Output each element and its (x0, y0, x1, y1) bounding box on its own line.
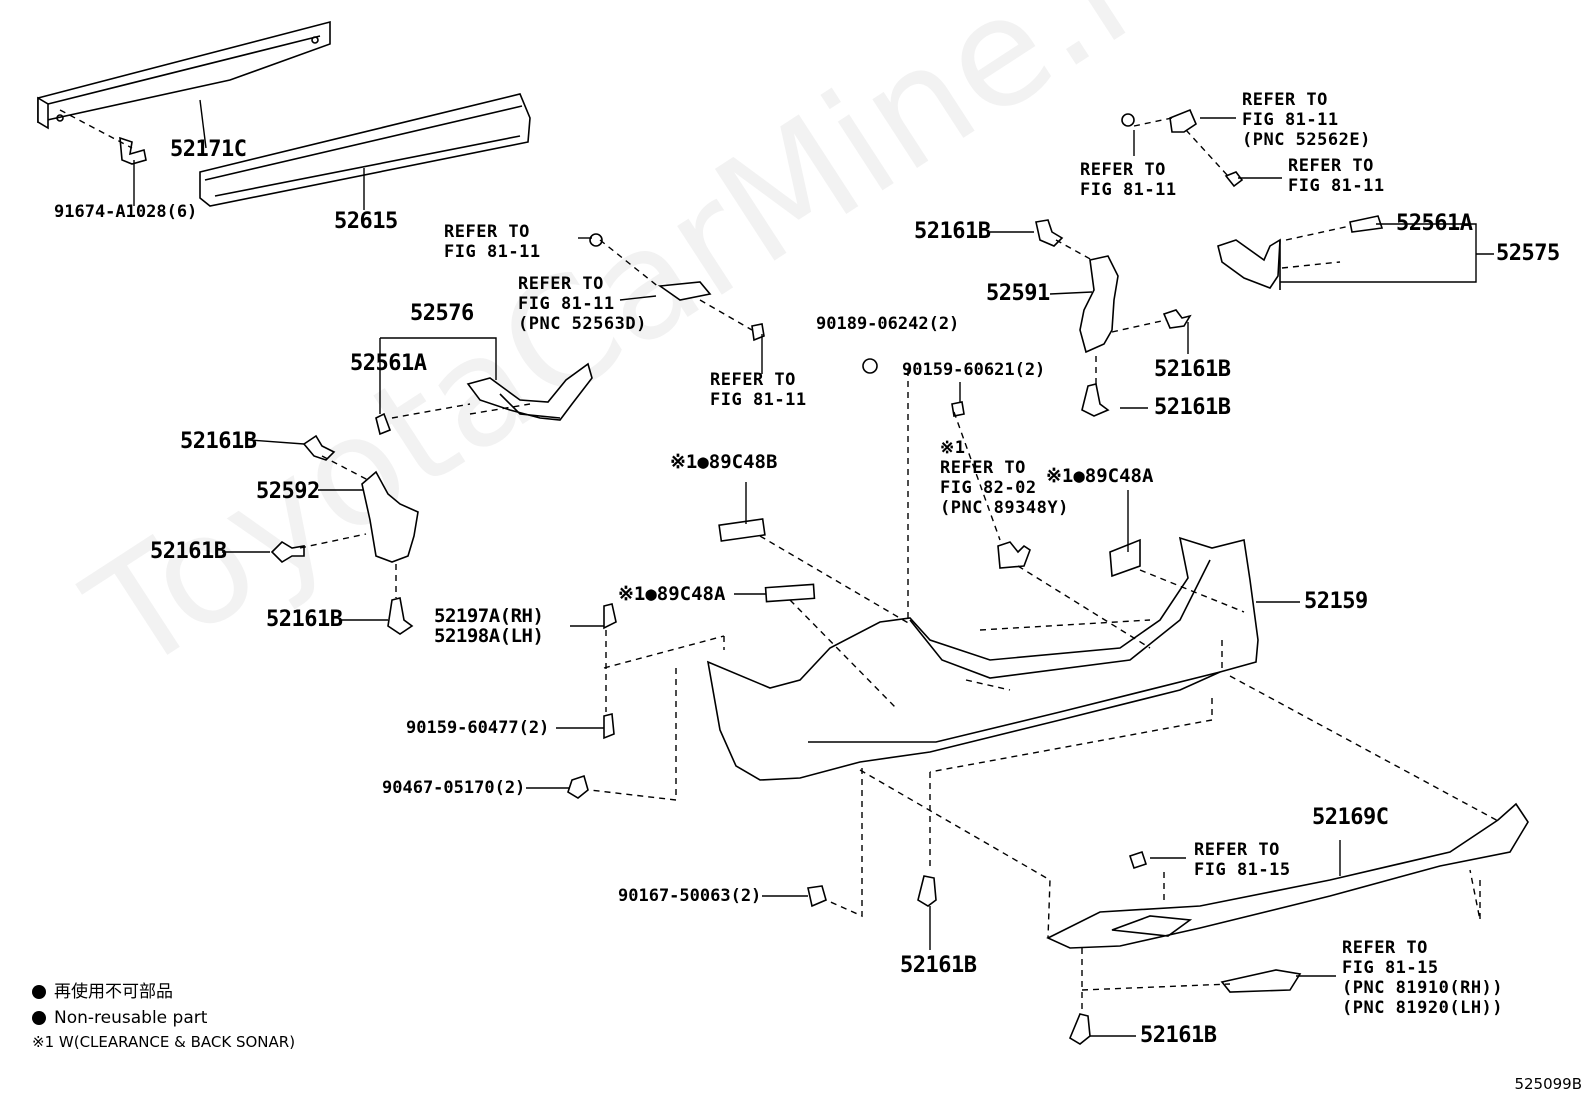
label-52161b-top: 52161B (914, 219, 991, 244)
label-ref-81910: REFER TO FIG 81-15 (PNC 81910(RH)) (PNC … (1342, 938, 1504, 1018)
legend-note: ※1 W(CLEARANCE & BACK SONAR) (32, 1033, 296, 1051)
legend-en-text: Non-reusable part (54, 1008, 208, 1028)
label-ref-sonar: ※1 REFER TO FIG 82-02 (PNC 89348Y) (940, 438, 1069, 518)
retainer-52575 (1217, 238, 1281, 290)
label-52159: 52159 (1304, 589, 1368, 614)
label-52615: 52615 (334, 209, 398, 234)
label-52197a-52198a: 52197A(RH) 52198A(LH) (434, 605, 544, 647)
label-89c48a-right: ※1●89C48A (1046, 465, 1154, 487)
label-52161b-bottom-mid: 52161B (900, 953, 977, 978)
label-52161b-2: 52161B (150, 539, 227, 564)
bumper-cover-52159 (706, 536, 1259, 781)
lower-spoiler-52169c (1046, 802, 1529, 949)
retainer-52592 (361, 470, 419, 563)
label-90167-50063: 90167-50063(2) (618, 886, 762, 906)
legend-jp-text: 再使用不可部品 (54, 982, 173, 1002)
label-90467-05170: 90467-05170(2) (382, 778, 526, 798)
label-52161b-bottom-right: 52161B (1140, 1023, 1217, 1048)
label-52161b-1: 52161B (180, 429, 257, 454)
retainer-89c48a-right (1109, 538, 1141, 578)
label-52161b-right-2: 52161B (1154, 395, 1231, 420)
fasteners (270, 108, 1384, 1045)
non-reusable-dot-icon (32, 985, 46, 999)
label-52561a-left: 52561A (350, 351, 427, 376)
label-91674: 91674-A1028(6) (54, 202, 198, 222)
leader-lines (133, 99, 1494, 1037)
reinforcement-52171c (37, 20, 331, 130)
label-ref-81-15: REFER TO FIG 81-15 (1194, 840, 1291, 880)
label-90159-60477: 90159-60477(2) (406, 718, 550, 738)
catalog-code: 525099B (1514, 1075, 1582, 1093)
non-reusable-dot-icon (32, 1011, 46, 1025)
label-52161b-right-1: 52161B (1154, 357, 1231, 382)
label-52561a-right: 52561A (1396, 211, 1473, 236)
sonar-bracket (997, 541, 1031, 569)
label-52171c: 52171C (170, 137, 247, 162)
retainer-52576 (466, 362, 593, 421)
label-90159-60621: 90159-60621(2) (902, 360, 1046, 380)
label-ref-right-3: REFER TO FIG 81-11 (1288, 156, 1385, 196)
label-ref-left-3: REFER TO FIG 81-11 (710, 370, 807, 410)
label-89c48b: ※1●89C48B (670, 451, 778, 473)
label-ref-left-2: REFER TO FIG 81-11 (PNC 52563D) (518, 274, 647, 334)
retainer-89c48a-left (764, 583, 816, 603)
label-90189-06242: 90189-06242(2) (816, 314, 960, 334)
assembly-lines (59, 109, 1501, 1014)
reflector (1220, 969, 1302, 993)
label-52575: 52575 (1496, 241, 1560, 266)
retainer-89c48b (718, 518, 766, 542)
label-52576: 52576 (410, 301, 474, 326)
absorber-52615 (199, 93, 531, 207)
label-52161b-3: 52161B (266, 607, 343, 632)
legend-jp: 再使用不可部品 (32, 982, 173, 1002)
label-52591: 52591 (986, 281, 1050, 306)
legend-en: Non-reusable part (32, 1008, 207, 1028)
label-52169c: 52169C (1312, 805, 1389, 830)
label-ref-right-2: REFER TO FIG 81-11 (1080, 160, 1177, 200)
label-ref-left-1: REFER TO FIG 81-11 (444, 222, 541, 262)
bolt-91674 (119, 136, 147, 165)
label-52592: 52592 (256, 479, 320, 504)
label-89c48a-left: ※1●89C48A (618, 583, 726, 605)
label-ref-right-1: REFER TO FIG 81-11 (PNC 52562E) (1242, 90, 1371, 150)
retainer-52591 (1079, 255, 1119, 354)
